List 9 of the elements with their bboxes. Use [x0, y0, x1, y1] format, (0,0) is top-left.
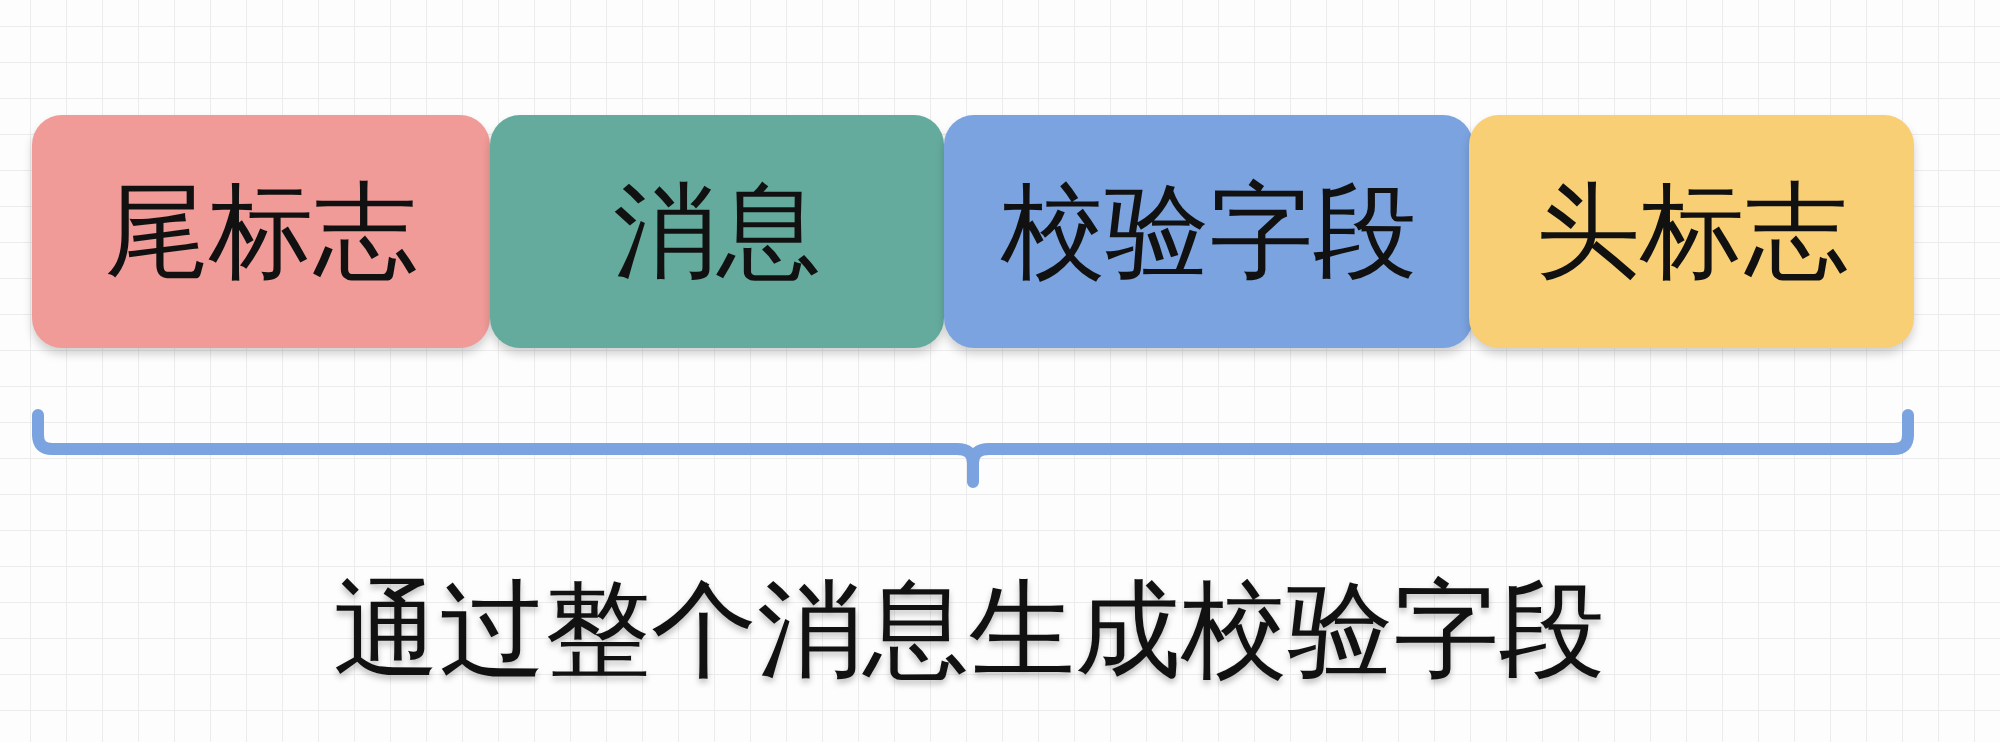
field-box [1469, 115, 1914, 348]
field-label: 校验字段 [1000, 174, 1417, 289]
field-label: 尾标志 [105, 174, 417, 289]
field-label: 消息 [613, 174, 821, 289]
field-box [944, 115, 1473, 348]
field-box [490, 115, 944, 348]
note-text: 通过整个消息生成校验字段 [333, 572, 1605, 689]
field-label: 头标志 [1535, 174, 1848, 289]
field-box [32, 115, 490, 348]
